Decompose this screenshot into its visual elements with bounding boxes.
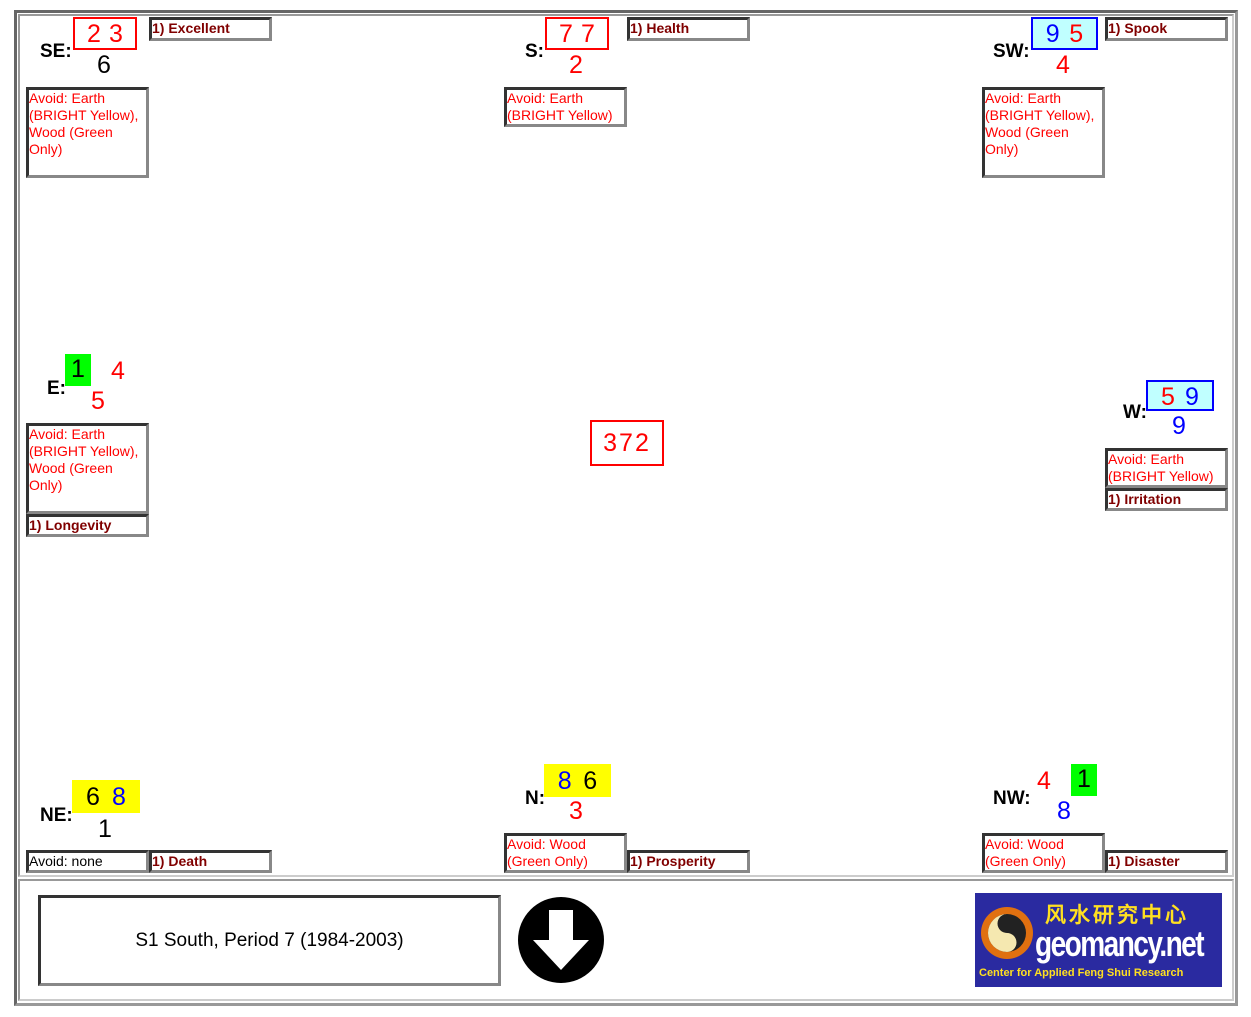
base-star: 6	[97, 51, 111, 79]
yin-yang-icon	[981, 907, 1033, 959]
chart-title-box: S1 South, Period 7 (1984-2003)	[38, 895, 501, 986]
note-box: 1) Longevity	[26, 514, 149, 537]
mountain-star: 2	[87, 20, 101, 48]
logo-name: geomancy.net	[1035, 923, 1205, 964]
avoid-box: Avoid: none	[26, 850, 149, 873]
base-star: 9	[1172, 412, 1186, 440]
direction-label: S:	[525, 41, 544, 62]
mountain-star: 9	[1045, 20, 1060, 48]
avoid-box: Avoid: Earth (BRIGHT Yellow)	[1105, 448, 1228, 488]
star-box: 6 8	[72, 780, 140, 813]
geomancy-logo[interactable]: 风水研究中心 geomancy.net Center for Applied F…	[975, 893, 1222, 987]
direction-label: NE:	[40, 805, 73, 826]
logo-tagline: Center for Applied Feng Shui Research	[979, 967, 1184, 979]
outer-frame	[14, 10, 1238, 1006]
logo-chinese: 风水研究中心	[1045, 904, 1189, 927]
footer-panel	[18, 879, 1234, 1001]
note-box: 1) Spook	[1105, 17, 1228, 41]
note-box: 1) Prosperity	[627, 850, 750, 873]
base-star: 5	[91, 387, 105, 415]
note-box: 1) Death	[149, 850, 272, 873]
flying-star-chart	[18, 14, 1234, 877]
direction-label: NW:	[993, 788, 1031, 809]
avoid-box: Avoid: Wood (Green Only)	[982, 833, 1105, 873]
mountain-star: 6	[86, 783, 100, 811]
note-box: 1) Health	[627, 17, 750, 41]
direction-label: E:	[47, 378, 66, 399]
direction-label: N:	[525, 788, 546, 809]
chart-title: S1 South, Period 7 (1984-2003)	[135, 929, 404, 951]
mountain-star: 8	[557, 767, 572, 795]
base-star: 1	[98, 815, 112, 843]
mountain-star: 4	[1037, 767, 1051, 795]
avoid-box: Avoid: Earth (BRIGHT Yellow), Wood (Gree…	[26, 87, 149, 178]
water-star: 4	[111, 357, 125, 385]
water-star: 6	[583, 767, 598, 795]
note-box: 1) Excellent	[149, 17, 272, 41]
mountain-star: 1	[65, 354, 91, 386]
base-star: 4	[1056, 51, 1070, 79]
mountain-star: 5	[1161, 383, 1175, 411]
star-box: 2 3	[73, 17, 137, 50]
direction-label: SE:	[40, 41, 72, 62]
direction-label: SW:	[993, 41, 1030, 62]
water-star: 9	[1185, 383, 1199, 411]
note-box: 1) Irritation	[1105, 488, 1228, 511]
water-star: 8	[112, 783, 126, 811]
star-box: 8 6	[544, 764, 611, 797]
direction-label: W:	[1123, 402, 1147, 423]
water-star: 5	[1069, 20, 1084, 48]
avoid-box: Avoid: Earth (BRIGHT Yellow), Wood (Gree…	[982, 87, 1105, 178]
avoid-box: Avoid: Earth (BRIGHT Yellow), Wood (Gree…	[26, 423, 149, 514]
center-palace-stars: 372	[590, 420, 664, 466]
star-box: 9 5	[1031, 17, 1098, 50]
water-star: 3	[109, 20, 123, 48]
base-star: 8	[1057, 797, 1071, 825]
water-star: 1	[1071, 764, 1097, 796]
base-star: 2	[569, 51, 583, 79]
star-box: 7 7	[545, 17, 609, 50]
water-star: 7	[581, 20, 595, 48]
mountain-star: 7	[559, 20, 573, 48]
avoid-box: Avoid: Wood (Green Only)	[504, 833, 627, 873]
arrow-down-icon[interactable]	[517, 896, 605, 984]
avoid-box: Avoid: Earth (BRIGHT Yellow)	[504, 87, 627, 127]
star-box: 5 9	[1146, 380, 1214, 411]
base-star: 3	[569, 797, 583, 825]
note-box: 1) Disaster	[1105, 850, 1228, 873]
